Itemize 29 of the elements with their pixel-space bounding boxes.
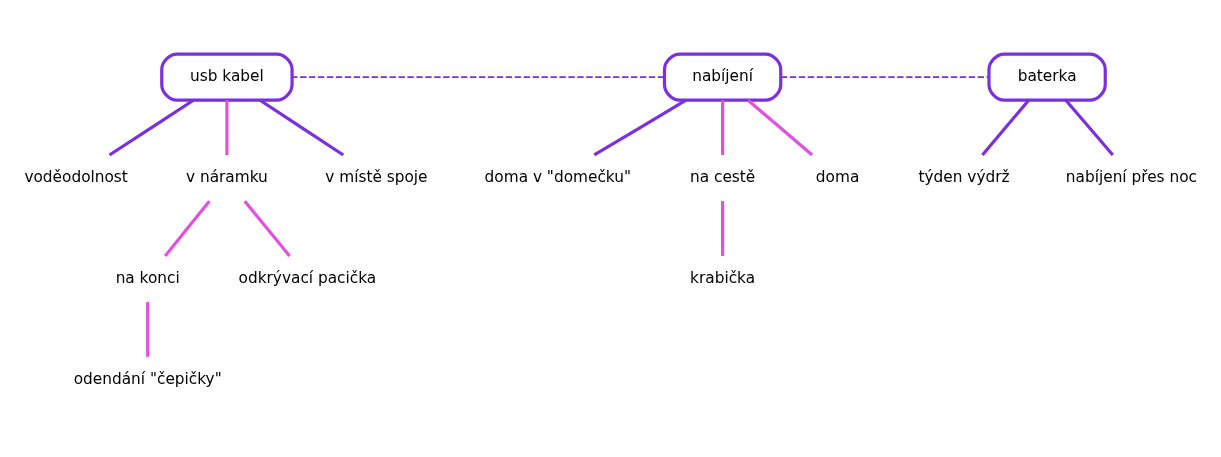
connector <box>721 201 725 256</box>
connector <box>747 99 814 157</box>
connector <box>291 76 666 79</box>
node-box: usb kabel <box>160 52 294 102</box>
connector <box>225 100 229 155</box>
node-box: nabíjení <box>662 52 783 102</box>
node-text: na konci <box>115 268 180 287</box>
connector <box>164 200 211 257</box>
node-text: v náramku <box>186 168 268 186</box>
connector <box>779 76 990 79</box>
connector <box>259 98 345 157</box>
node-text: nabíjení přes noc <box>1065 168 1197 186</box>
connector <box>108 98 195 157</box>
connector <box>593 98 687 157</box>
node-text: na cestě <box>689 168 756 186</box>
connector <box>243 200 291 257</box>
node-text: voděodolnost <box>24 168 128 186</box>
connector <box>146 302 150 357</box>
node-text: týden výdrž <box>918 168 1010 186</box>
node-text: v místě spoje <box>325 168 428 186</box>
node-text: doma <box>815 168 860 186</box>
node-text: odendání "čepičky" <box>73 369 222 388</box>
node-text: krabička <box>690 268 756 287</box>
connector <box>1064 99 1114 157</box>
node-text: doma v "domečku" <box>484 168 631 186</box>
connector <box>981 99 1030 157</box>
node-box: baterka <box>987 52 1107 102</box>
node-text: odkrývací pacička <box>238 268 377 287</box>
connector <box>721 100 725 155</box>
